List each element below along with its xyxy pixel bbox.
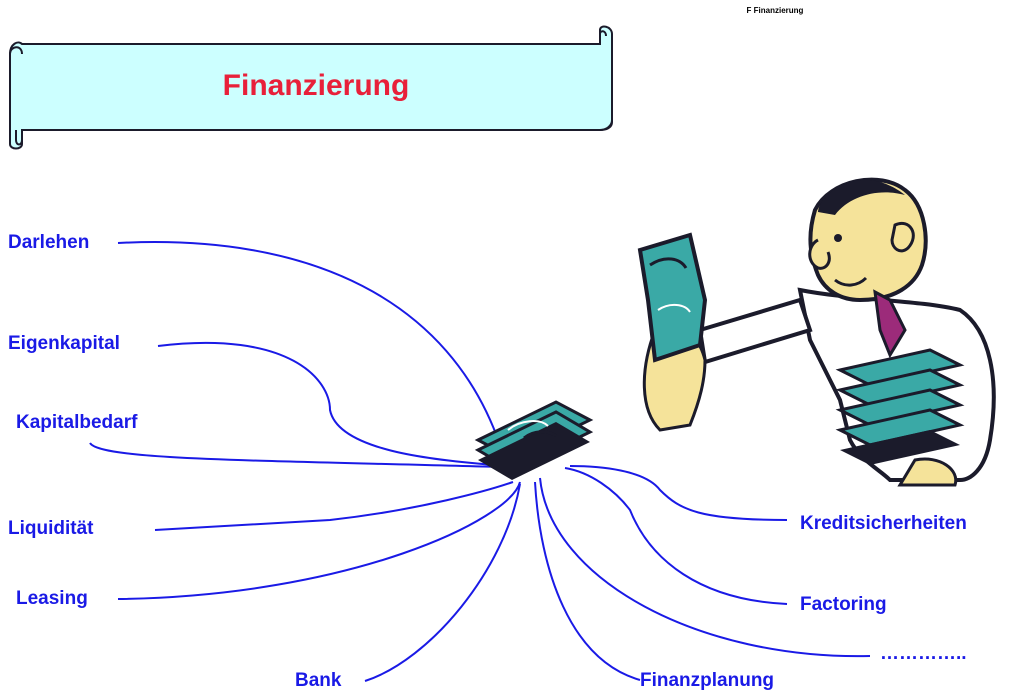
title-banner: Finanzierung <box>9 25 613 150</box>
topic-factoring[interactable]: Factoring <box>800 594 887 615</box>
connector-lines <box>89 241 871 682</box>
topic-kreditsicherheiten[interactable]: Kreditsicherheiten <box>800 513 967 534</box>
money-stack-icon <box>474 400 594 480</box>
topic-kapitalbedarf[interactable]: Kapitalbedarf <box>16 412 138 433</box>
connector-kapitalbedarf <box>89 442 501 468</box>
page-header: F Finanzierung <box>746 6 804 15</box>
connector-liquiditaet <box>154 481 514 531</box>
topic-eigenkapital[interactable]: Eigenkapital <box>8 333 120 354</box>
banner-title: Finanzierung <box>223 69 410 102</box>
topic-bank[interactable]: Bank <box>295 670 342 691</box>
connector-kreditsicherheiten <box>569 465 788 521</box>
connector-dots <box>539 477 871 658</box>
topic-leasing[interactable]: Leasing <box>16 588 88 609</box>
connector-finanzplanung <box>534 481 641 681</box>
connector-leasing <box>117 481 521 600</box>
connector-factoring <box>564 467 788 605</box>
topic-finanzplanung[interactable]: Finanzplanung <box>640 670 775 691</box>
topic-dots[interactable]: ………….. <box>880 643 967 664</box>
topic-darlehen[interactable]: Darlehen <box>8 232 90 253</box>
topic-liquiditaet[interactable]: Liquidität <box>8 518 94 539</box>
connector-darlehen <box>117 241 501 446</box>
connector-eigenkapital <box>157 341 496 466</box>
money-man-icon <box>637 177 996 487</box>
connector-bank <box>364 483 521 682</box>
